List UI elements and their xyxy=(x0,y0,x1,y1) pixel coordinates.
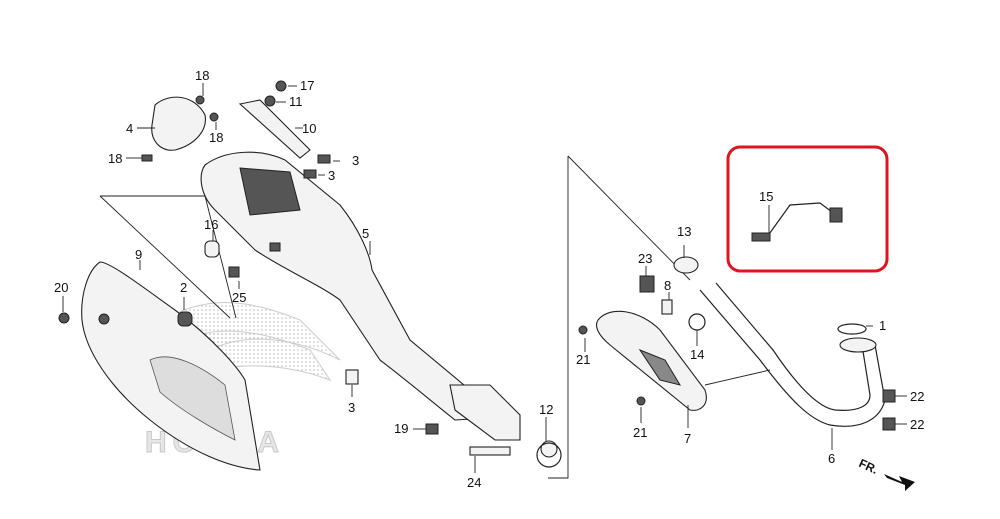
part-label-22: 22 xyxy=(910,417,924,432)
exhaust-pipe-part xyxy=(699,289,886,427)
part-label-25: 25 xyxy=(232,290,246,305)
part-label-5: 5 xyxy=(362,226,369,241)
front-direction-arrow: FR. xyxy=(857,456,915,491)
part-label-17: 17 xyxy=(300,78,314,93)
exhaust-assembly-bracket xyxy=(548,155,691,479)
oxygen-sensor-part xyxy=(751,202,843,242)
part-label-9: 9 xyxy=(135,247,142,262)
shield-vent xyxy=(149,356,236,441)
part-label-11: 11 xyxy=(289,94,303,109)
part-label-18: 18 xyxy=(195,68,209,83)
front-arrow-label: FR. xyxy=(857,456,880,477)
part-label-1: 1 xyxy=(879,318,886,333)
part-label-4: 4 xyxy=(126,121,133,136)
part-label-6: 6 xyxy=(828,451,835,466)
muffler-bracket xyxy=(239,167,301,216)
part-label-20: 20 xyxy=(54,280,68,295)
part-label-8: 8 xyxy=(664,278,671,293)
fastener-parts-right xyxy=(578,275,896,431)
leader-lines xyxy=(62,83,907,473)
arrow-head-icon xyxy=(884,474,915,491)
protector-vent xyxy=(638,348,682,386)
part-label-12: 12 xyxy=(539,402,553,417)
part-label-10: 10 xyxy=(302,121,316,136)
part-label-21: 21 xyxy=(576,352,590,367)
exhaust-pipe-part-outline xyxy=(715,282,871,411)
pipe-flange xyxy=(839,337,877,353)
part-label-21: 21 xyxy=(633,425,647,440)
muffler-assembly-leader xyxy=(99,195,237,319)
part-label-14: 14 xyxy=(690,347,704,362)
part-label-7: 7 xyxy=(684,431,691,446)
part-label-2: 2 xyxy=(180,280,187,295)
muffler-outlet xyxy=(449,384,521,441)
part-label-16: 16 xyxy=(204,217,218,232)
part-label-19: 19 xyxy=(394,421,408,436)
part-label-18: 18 xyxy=(108,151,122,166)
sensor-highlight-box xyxy=(726,145,889,273)
part-label-3: 3 xyxy=(348,400,355,415)
end-cap-part xyxy=(151,96,206,151)
part-label-3: 3 xyxy=(352,153,359,168)
part-label-15: 15 xyxy=(759,189,773,204)
part-label-24: 24 xyxy=(467,475,481,490)
protector-part xyxy=(238,99,311,159)
part-label-22: 22 xyxy=(910,389,924,404)
part-label-23: 23 xyxy=(638,251,652,266)
part-label-18: 18 xyxy=(209,130,223,145)
part-label-13: 13 xyxy=(677,224,691,239)
fastener-parts xyxy=(58,80,562,468)
gasket-part xyxy=(837,323,867,335)
joint-collar-part xyxy=(673,256,699,274)
part-label-3: 3 xyxy=(328,168,335,183)
